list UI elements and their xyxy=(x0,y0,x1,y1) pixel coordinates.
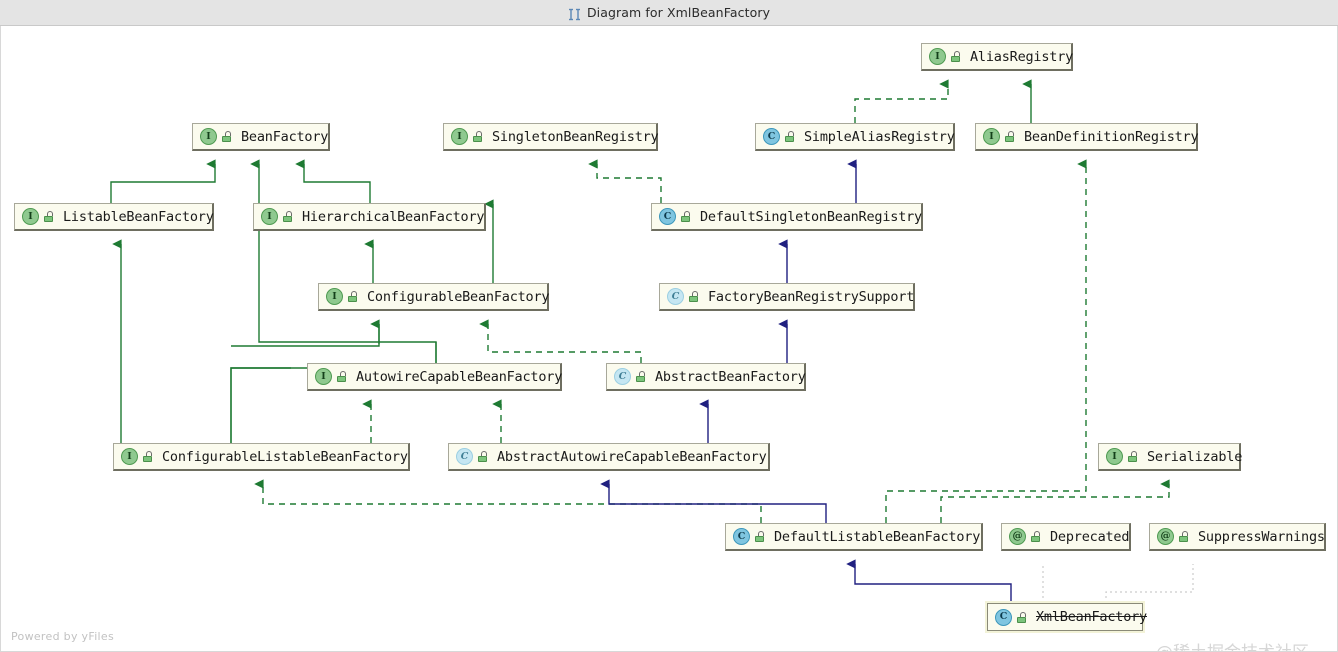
uml-node-DefaultListableBeanFactory[interactable]: C DefaultListableBeanFactory xyxy=(725,523,983,551)
uml-node-label: BeanDefinitionRegistry xyxy=(1024,128,1199,145)
uml-node-label: AliasRegistry xyxy=(970,48,1074,65)
visibility-lock-icon xyxy=(1128,451,1139,462)
window-titlebar: Diagram for XmlBeanFactory xyxy=(0,0,1338,26)
visibility-lock-icon xyxy=(222,131,233,142)
visibility-lock-icon xyxy=(348,291,359,302)
uml-node-ConfigurableBeanFactory[interactable]: I ConfigurableBeanFactory xyxy=(318,283,550,311)
diagram-icon xyxy=(568,6,581,21)
yfiles-watermark: Powered by yFiles xyxy=(11,630,114,643)
uml-node-FactoryBeanRegistrySupport[interactable]: C FactoryBeanRegistrySupport xyxy=(659,283,915,311)
visibility-lock-icon xyxy=(283,211,294,222)
interface-type-icon: I xyxy=(326,288,343,305)
visibility-lock-icon xyxy=(478,451,489,462)
uml-node-XmlBeanFactory[interactable]: C XmlBeanFactory xyxy=(987,603,1147,631)
annotation-type-icon: @ xyxy=(1157,528,1174,545)
uml-node-AbstractBeanFactory[interactable]: C AbstractBeanFactory xyxy=(606,363,806,391)
uml-node-DefaultSingletonBeanRegistry[interactable]: C DefaultSingletonBeanRegistry xyxy=(651,203,923,231)
visibility-lock-icon xyxy=(681,211,692,222)
interface-type-icon: I xyxy=(451,128,468,145)
uml-node-label: SimpleAliasRegistry xyxy=(804,128,955,145)
uml-node-label: SuppressWarnings xyxy=(1198,528,1325,545)
visibility-lock-icon xyxy=(1017,611,1028,623)
uml-node-Serializable[interactable]: I Serializable xyxy=(1098,443,1243,471)
uml-node-label: ListableBeanFactory xyxy=(63,208,214,225)
uml-node-label: AbstractBeanFactory xyxy=(655,368,806,385)
class-type-icon: C xyxy=(995,608,1012,626)
abstract-type-icon: C xyxy=(456,448,473,465)
uml-node-label: XmlBeanFactory xyxy=(1036,609,1147,625)
visibility-lock-icon xyxy=(636,371,647,382)
interface-type-icon: I xyxy=(1106,448,1123,465)
interface-type-icon: I xyxy=(261,208,278,225)
interface-type-icon: I xyxy=(983,128,1000,145)
uml-node-AutowireCapableBeanFactory[interactable]: I AutowireCapableBeanFactory xyxy=(307,363,562,391)
visibility-lock-icon xyxy=(951,51,962,62)
uml-node-label: DefaultListableBeanFactory xyxy=(774,528,981,545)
uml-node-ConfigurableListableBeanFactory[interactable]: I ConfigurableListableBeanFactory xyxy=(113,443,410,471)
window-title: Diagram for XmlBeanFactory xyxy=(586,5,771,20)
interface-type-icon: I xyxy=(121,448,138,465)
visibility-lock-icon xyxy=(785,131,796,142)
uml-node-label: SingletonBeanRegistry xyxy=(492,128,659,145)
uml-node-SimpleAliasRegistry[interactable]: C SimpleAliasRegistry xyxy=(755,123,955,151)
uml-node-Deprecated[interactable]: @ Deprecated xyxy=(1001,523,1131,551)
interface-type-icon: I xyxy=(22,208,39,225)
class-type-icon: C xyxy=(659,208,676,225)
uml-node-label: Deprecated xyxy=(1050,528,1130,545)
abstract-type-icon: C xyxy=(667,288,684,305)
community-watermark: @稀土掘金技术社区 xyxy=(1156,638,1309,651)
abstract-type-icon: C xyxy=(614,368,631,385)
uml-node-BeanFactory[interactable]: I BeanFactory xyxy=(192,123,330,151)
diagram-edges xyxy=(110,79,1194,603)
class-type-icon: C xyxy=(733,528,750,545)
uml-node-SuppressWarnings[interactable]: @ SuppressWarnings xyxy=(1149,523,1326,551)
class-type-icon: C xyxy=(763,128,780,145)
interface-type-icon: I xyxy=(929,48,946,65)
uml-node-label: AutowireCapableBeanFactory xyxy=(356,368,563,385)
uml-node-AbstractAutowireCapableBeanFactory[interactable]: C AbstractAutowireCapableBeanFactory xyxy=(448,443,770,471)
uml-node-label: ConfigurableListableBeanFactory xyxy=(162,448,408,465)
visibility-lock-icon xyxy=(1031,531,1042,542)
uml-node-AliasRegistry[interactable]: I AliasRegistry xyxy=(921,43,1073,71)
uml-node-label: ConfigurableBeanFactory xyxy=(367,288,550,305)
uml-node-label: Serializable xyxy=(1147,448,1243,465)
visibility-lock-icon xyxy=(755,531,766,542)
visibility-lock-icon xyxy=(1005,131,1016,142)
uml-node-label: BeanFactory xyxy=(241,128,329,145)
interface-type-icon: I xyxy=(200,128,217,145)
uml-node-BeanDefinitionRegistry[interactable]: I BeanDefinitionRegistry xyxy=(975,123,1199,151)
interface-type-icon: I xyxy=(315,368,332,385)
uml-node-HierarchicalBeanFactory[interactable]: I HierarchicalBeanFactory xyxy=(253,203,486,231)
uml-node-ListableBeanFactory[interactable]: I ListableBeanFactory xyxy=(14,203,214,231)
visibility-lock-icon xyxy=(473,131,484,142)
uml-node-label: HierarchicalBeanFactory xyxy=(302,208,485,225)
visibility-lock-icon xyxy=(689,291,700,302)
uml-node-SingletonBeanRegistry[interactable]: I SingletonBeanRegistry xyxy=(443,123,659,151)
visibility-lock-icon xyxy=(44,211,55,222)
visibility-lock-icon xyxy=(337,371,348,382)
visibility-lock-icon xyxy=(1179,531,1190,542)
uml-node-label: FactoryBeanRegistrySupport xyxy=(708,288,915,305)
annotation-type-icon: @ xyxy=(1009,528,1026,545)
uml-node-label: AbstractAutowireCapableBeanFactory xyxy=(497,448,767,465)
uml-node-label: DefaultSingletonBeanRegistry xyxy=(700,208,922,225)
visibility-lock-icon xyxy=(143,451,154,462)
